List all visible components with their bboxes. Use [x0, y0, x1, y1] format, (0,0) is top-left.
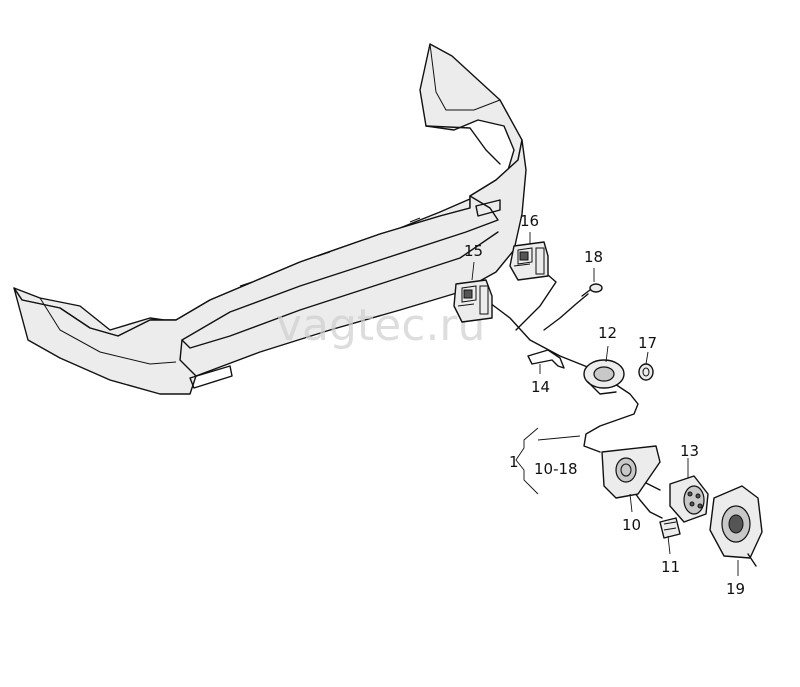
connector-11	[659, 517, 681, 539]
grommet-12	[583, 359, 625, 395]
cover-cap-19	[709, 485, 763, 567]
callout-19: 19	[726, 580, 745, 598]
callout-10-18: 10-18	[534, 460, 578, 478]
callout-13: 13	[680, 442, 699, 460]
seal-10	[601, 445, 661, 499]
callout-11: 11	[661, 558, 680, 576]
callout-16: 16	[520, 212, 539, 230]
callout-14: 14	[531, 378, 550, 396]
callout-17: 17	[638, 334, 657, 352]
callout-10: 10	[622, 516, 641, 534]
ring-terminal-18	[581, 283, 603, 297]
watermark-text: vagtec.ru	[276, 300, 485, 351]
socket-13	[669, 475, 709, 523]
callouts: 1 10-18 10 11 12 13 14 15 16 17 18 19	[464, 212, 745, 598]
callout-12: 12	[598, 324, 617, 342]
callout-1: 1	[509, 453, 519, 471]
rear-bumper	[13, 43, 527, 395]
leader-lines	[471, 232, 739, 576]
connector-15	[453, 279, 493, 323]
callout-1-bracket	[515, 427, 539, 495]
plug-17	[638, 363, 654, 381]
callout-15: 15	[464, 242, 483, 260]
connector-16	[509, 241, 549, 281]
callout-18: 18	[584, 248, 603, 266]
callout-1-leader	[537, 435, 581, 441]
clip-14	[527, 349, 565, 369]
